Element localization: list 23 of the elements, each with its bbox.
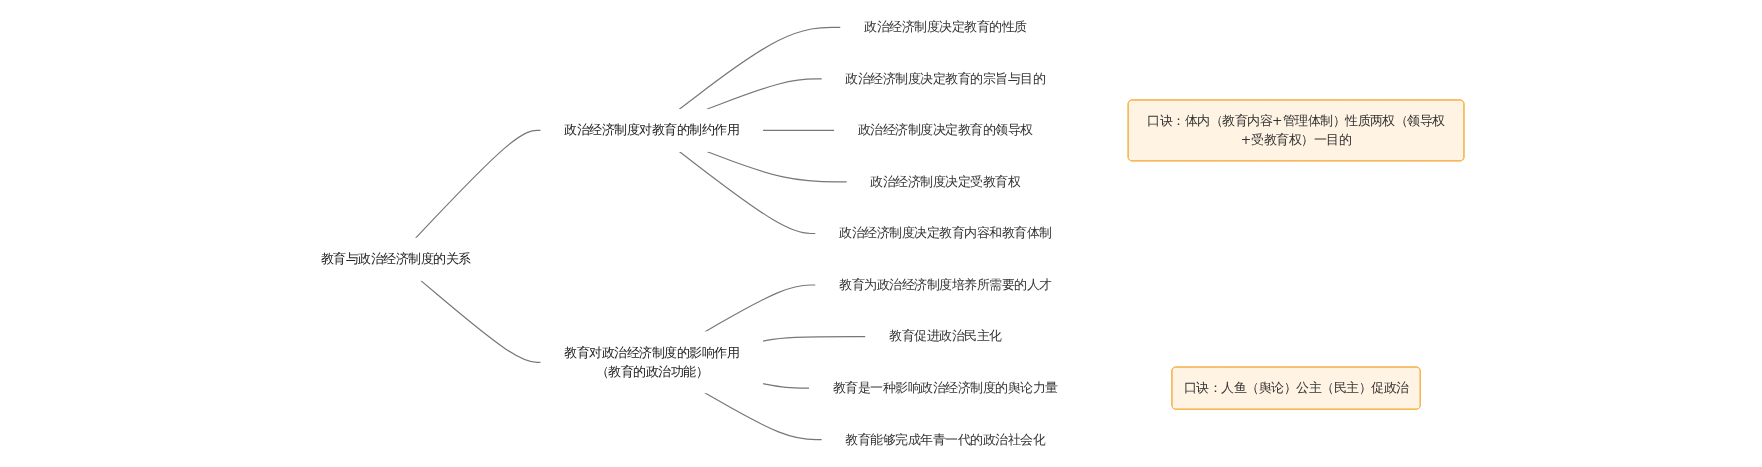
node-text: 教育与政治经济制度的关系 <box>321 251 472 267</box>
connector <box>762 336 867 342</box>
node-text: 政治经济制度决定教育内容和教育体制 <box>839 225 1053 241</box>
node-text: 教育为政治经济制度培养所需要的人才 <box>839 277 1053 293</box>
connector <box>679 26 842 110</box>
node-text: 政治经济制度决定教育的宗旨与目的 <box>845 71 1046 86</box>
connector <box>762 383 811 389</box>
connector <box>706 78 823 110</box>
node-text: 教育是一种影响政治经济制度的舆论力量 <box>833 380 1059 396</box>
node-text: 政治经济制度决定教育的领导权 <box>858 122 1034 138</box>
node-text: 教育对政治经济制度的影响作用 （教育的政治功能） <box>564 345 740 379</box>
connector <box>704 392 823 441</box>
node-text: 教育促进政治民主化 <box>889 328 1003 344</box>
connector <box>704 284 817 333</box>
connector <box>420 279 542 363</box>
connector <box>762 129 836 131</box>
node-text: 教育能够完成年青一代的政治社会化 <box>845 431 1046 447</box>
node-text: 政治经济制度对教育的制约作用 <box>564 122 740 138</box>
connector <box>415 129 542 239</box>
node-text: 政治经济制度决定教育的性质 <box>864 19 1028 35</box>
connector <box>679 150 817 235</box>
connector <box>706 150 848 183</box>
node-text: 政治经济制度决定受教育权 <box>870 174 1021 189</box>
